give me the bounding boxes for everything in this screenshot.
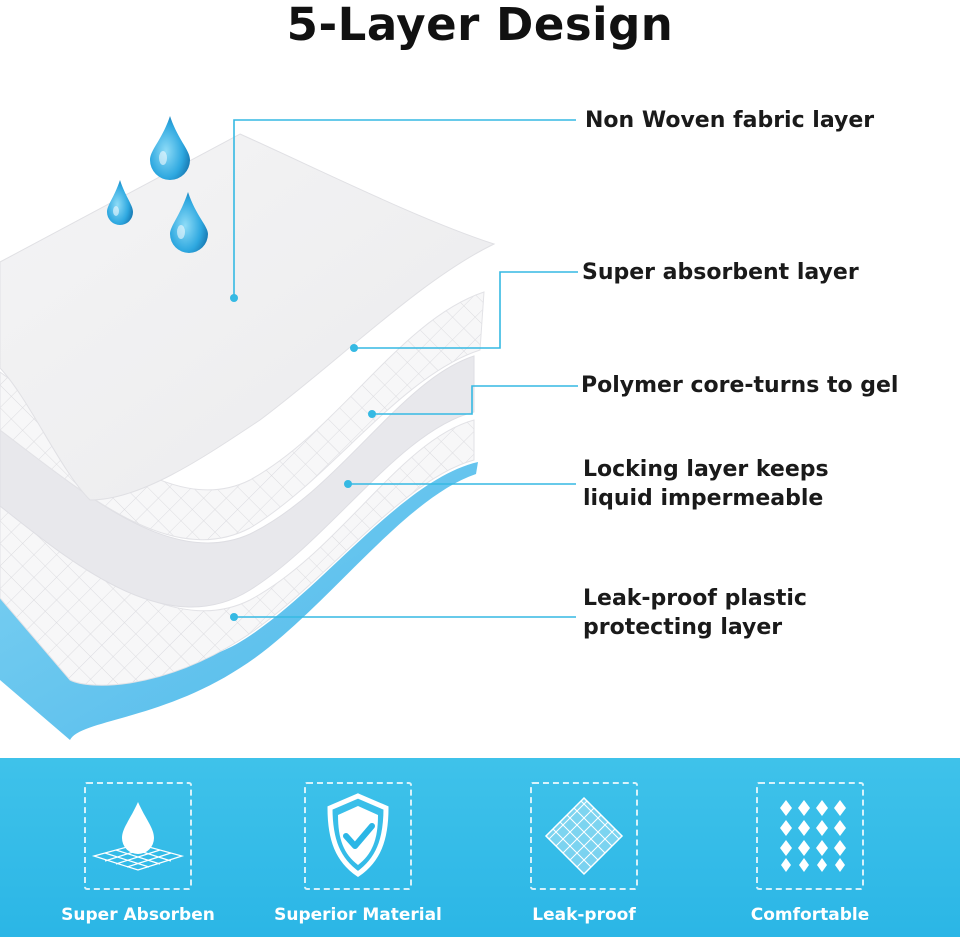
feature-icon-box [84,782,192,890]
layer-non-woven [0,133,496,501]
label-locking-line1: Locking layer keeps [583,457,829,482]
layer-polymer-core [0,355,475,608]
diamond-mesh-icon [544,796,624,876]
feature-leak-proof: Leak-proof [474,782,694,925]
shield-check-icon [327,793,389,878]
label-leak-proof-line2: protecting layer [583,615,783,640]
feature-label: Super Absorben [61,905,215,925]
layers-illustration [0,116,578,740]
diamond-grid-icon [780,800,846,872]
feature-label: Leak-proof [532,905,636,925]
layer-locking [0,419,475,686]
label-super-absorbent: Super absorbent layer [582,260,859,285]
label-locking-line2: liquid impermeable [583,486,824,511]
water-drop-icon [150,116,190,180]
water-drop-icon [107,180,133,225]
feature-label: Comfortable [750,905,870,925]
water-drop-mesh-icon [91,802,185,871]
label-locking: Locking layer keeps liquid impermeable [583,455,829,513]
feature-icon-box [530,782,638,890]
leader-lines [233,119,578,618]
feature-icon-box [304,782,412,890]
features-band: Super Absorben Superior Material Leak-pr… [0,758,960,937]
label-non-woven: Non Woven fabric layer [585,108,875,133]
page-title: 5-Layer Design [286,0,674,51]
feature-super-absorben: Super Absorben [28,782,248,925]
water-drop-icon [170,192,208,253]
feature-comfortable: Comfortable [700,782,920,925]
label-leak-proof: Leak-proof plastic protecting layer [583,584,807,642]
label-leak-proof-line1: Leak-proof plastic [583,586,807,611]
feature-superior-material: Superior Material [248,782,468,925]
label-polymer-core: Polymer core-turns to gel [581,373,899,398]
feature-label: Superior Material [274,905,442,925]
feature-icon-box [756,782,864,890]
